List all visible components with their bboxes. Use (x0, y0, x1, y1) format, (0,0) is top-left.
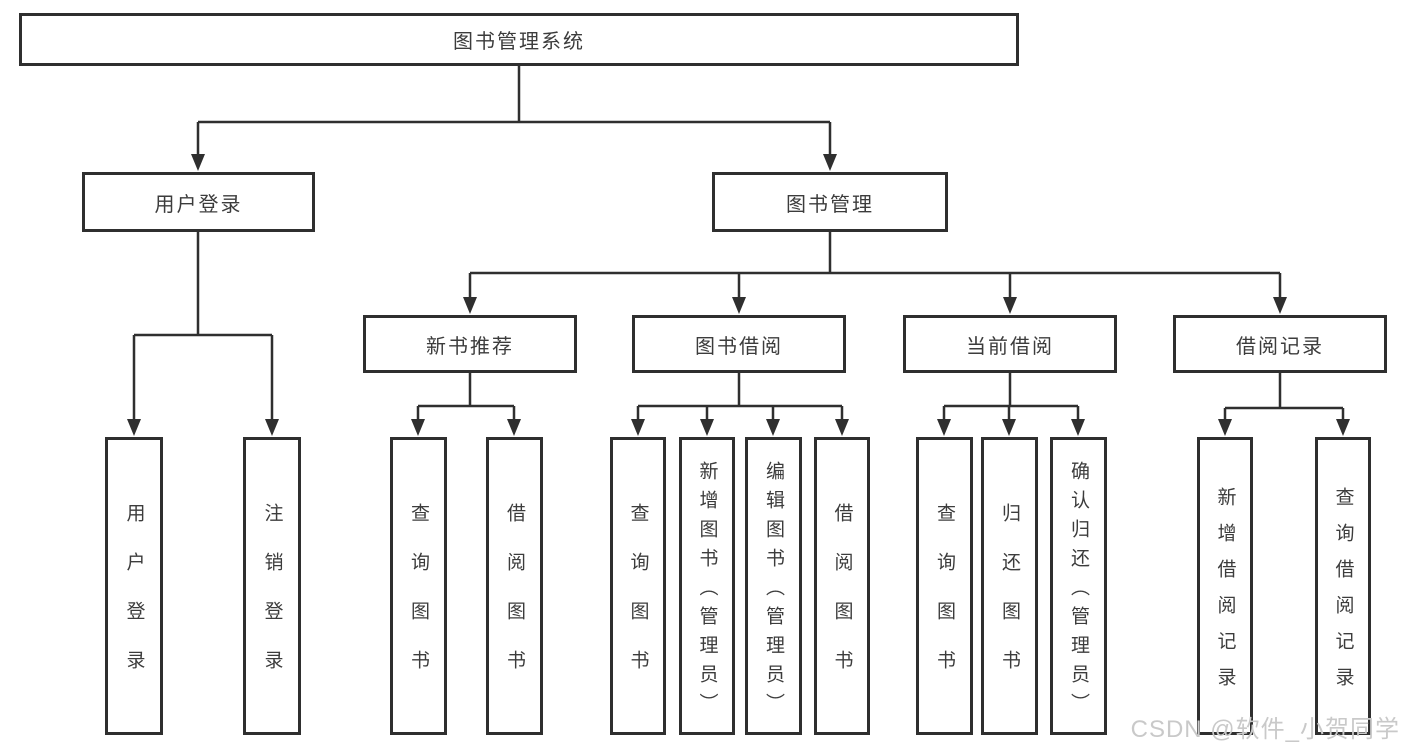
leaf-query-books-current-label: 查询图书 (934, 503, 955, 699)
node-book-management: 图书管理 (712, 172, 948, 232)
node-library-system-label: 图书管理系统 (453, 31, 585, 53)
leaf-borrow-books-recommend-label: 借阅图书 (504, 503, 525, 699)
node-book-management-label: 图书管理 (786, 193, 874, 216)
leaf-query-books-recommend: 查询图书 (390, 437, 447, 735)
leaf-confirm-return-admin: 确认归还（管理员） (1050, 437, 1107, 735)
leaf-query-books-borrow: 查询图书 (610, 437, 666, 735)
node-new-book-recommend: 新书推荐 (363, 315, 577, 373)
node-borrow-records-label: 借阅记录 (1236, 335, 1324, 358)
leaf-edit-books-admin: 编辑图书（管理员） (745, 437, 802, 735)
node-current-borrow: 当前借阅 (903, 315, 1117, 373)
leaf-confirm-return-admin-label: 确认归还（管理员） (1068, 460, 1089, 722)
leaf-return-books: 归还图书 (981, 437, 1038, 735)
leaf-query-borrow-record: 查询借阅记录 (1315, 437, 1371, 735)
leaf-add-books-admin-label: 新增图书（管理员） (696, 460, 718, 722)
leaf-logout-label: 注销登录 (261, 503, 283, 699)
leaf-query-books-borrow-label: 查询图书 (627, 503, 649, 699)
leaf-add-books-admin: 新增图书（管理员） (679, 437, 735, 735)
node-user-login-label: 用户登录 (154, 193, 243, 216)
leaf-add-borrow-record-label: 新增借阅记录 (1214, 486, 1236, 703)
node-current-borrow-label: 当前借阅 (966, 335, 1054, 358)
leaf-user-login: 用户登录 (105, 437, 163, 735)
leaf-add-borrow-record: 新增借阅记录 (1197, 437, 1253, 735)
leaf-edit-books-admin-label: 编辑图书（管理员） (763, 460, 784, 722)
node-borrow-records: 借阅记录 (1173, 315, 1387, 373)
leaf-return-books-label: 归还图书 (999, 503, 1020, 699)
leaf-logout: 注销登录 (243, 437, 301, 735)
node-book-borrow-label: 图书借阅 (695, 335, 783, 358)
leaf-borrow-books-recommend: 借阅图书 (486, 437, 543, 735)
leaf-borrow-books-label: 借阅图书 (831, 503, 853, 699)
leaf-query-books-recommend-label: 查询图书 (408, 503, 429, 699)
leaf-query-books-current: 查询图书 (916, 437, 973, 735)
node-book-borrow: 图书借阅 (632, 315, 846, 373)
node-new-book-recommend-label: 新书推荐 (426, 335, 514, 358)
leaf-borrow-books: 借阅图书 (814, 437, 870, 735)
node-library-system: 图书管理系统 (19, 13, 1019, 66)
leaf-query-borrow-record-label: 查询借阅记录 (1332, 486, 1354, 703)
node-user-login: 用户登录 (82, 172, 315, 232)
leaf-user-login-label: 用户登录 (123, 503, 145, 699)
arrowhead-icons (127, 154, 1350, 436)
